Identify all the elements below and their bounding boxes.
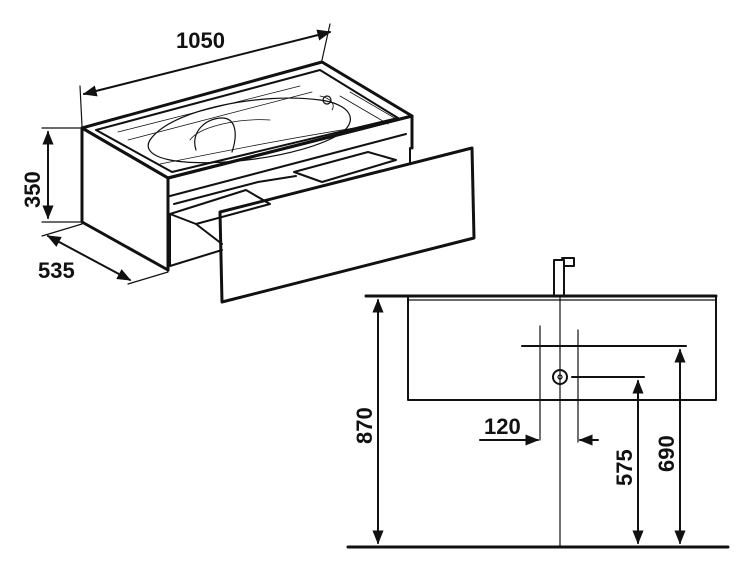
dimension-535-label: 535 xyxy=(38,258,75,283)
cabinet-isometric-view xyxy=(80,60,476,304)
dimension-575: 575 xyxy=(612,379,644,545)
dimension-120: 120 xyxy=(479,414,599,446)
dimension-350: 350 xyxy=(20,127,81,223)
dimension-870: 870 xyxy=(352,298,384,545)
faucet-icon xyxy=(553,257,575,297)
drawer-interior xyxy=(169,133,407,267)
dimension-690-label: 690 xyxy=(654,435,679,472)
dimension-690: 690 xyxy=(654,348,686,545)
drain-outlet-icon xyxy=(552,369,568,385)
dimension-870-label: 870 xyxy=(352,407,377,444)
dimension-120-label: 120 xyxy=(484,414,521,439)
dimension-1050: 1050 xyxy=(79,23,332,127)
drawer-front-panel xyxy=(218,146,476,304)
dimension-1050-label: 1050 xyxy=(176,28,225,53)
dimension-350-label: 350 xyxy=(20,171,45,208)
cabinet-left-side xyxy=(80,126,170,272)
installation-front-view xyxy=(346,257,730,549)
dimension-535: 535 xyxy=(38,223,169,285)
dimension-575-label: 575 xyxy=(612,449,637,486)
